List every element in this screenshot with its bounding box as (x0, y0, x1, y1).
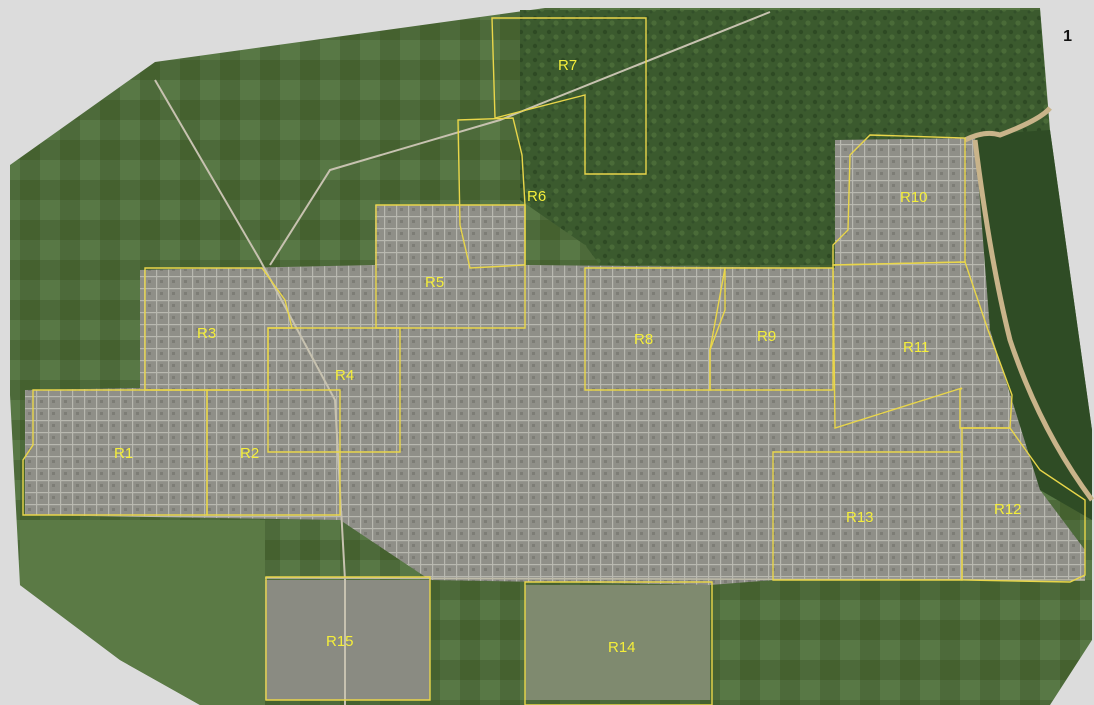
boundary-r13 (772, 451, 963, 581)
boundary-r15 (265, 576, 431, 701)
region-label-r2: R2 (240, 445, 259, 462)
urban-southwest (265, 580, 430, 700)
region-labels: R1 R2 R3 R4 R5 R6 R7 R8 R9 R10 R11 R12 R… (114, 57, 1022, 656)
boundary-r12 (961, 427, 1086, 583)
highway (269, 11, 771, 266)
region-label-r15: R15 (326, 633, 354, 650)
region-label-r1: R1 (114, 445, 133, 462)
boundary-r2 (206, 389, 341, 516)
region-label-r9: R9 (757, 328, 776, 345)
region-label-r10: R10 (900, 189, 928, 206)
boundary-r10 (832, 134, 966, 266)
figure-number: 1 (1063, 28, 1072, 45)
boundary-r6 (457, 117, 526, 269)
region-boundaries (22, 17, 1086, 705)
region-label-r4: R4 (335, 367, 354, 384)
urban-south (525, 585, 710, 700)
region-label-r6: R6 (527, 188, 546, 205)
region-label-r12: R12 (994, 501, 1022, 518)
river (963, 106, 1094, 502)
boundary-r14 (524, 581, 713, 705)
region-label-r13: R13 (846, 509, 874, 526)
region-label-r11: R11 (903, 339, 929, 356)
region-label-r14: R14 (608, 639, 636, 656)
boundary-r9 (709, 267, 834, 391)
region-label-r8: R8 (634, 331, 653, 348)
region-label-r5: R5 (425, 274, 444, 291)
region-label-r7: R7 (558, 57, 577, 74)
southwest-fields (20, 520, 265, 705)
eastern-floodplain (975, 130, 1092, 520)
urban-area (25, 138, 1085, 585)
main-road (154, 79, 346, 705)
boundary-r4 (267, 327, 401, 453)
region-label-r3: R3 (197, 325, 216, 342)
boundary-r5 (375, 204, 526, 329)
boundary-r7 (491, 17, 647, 175)
